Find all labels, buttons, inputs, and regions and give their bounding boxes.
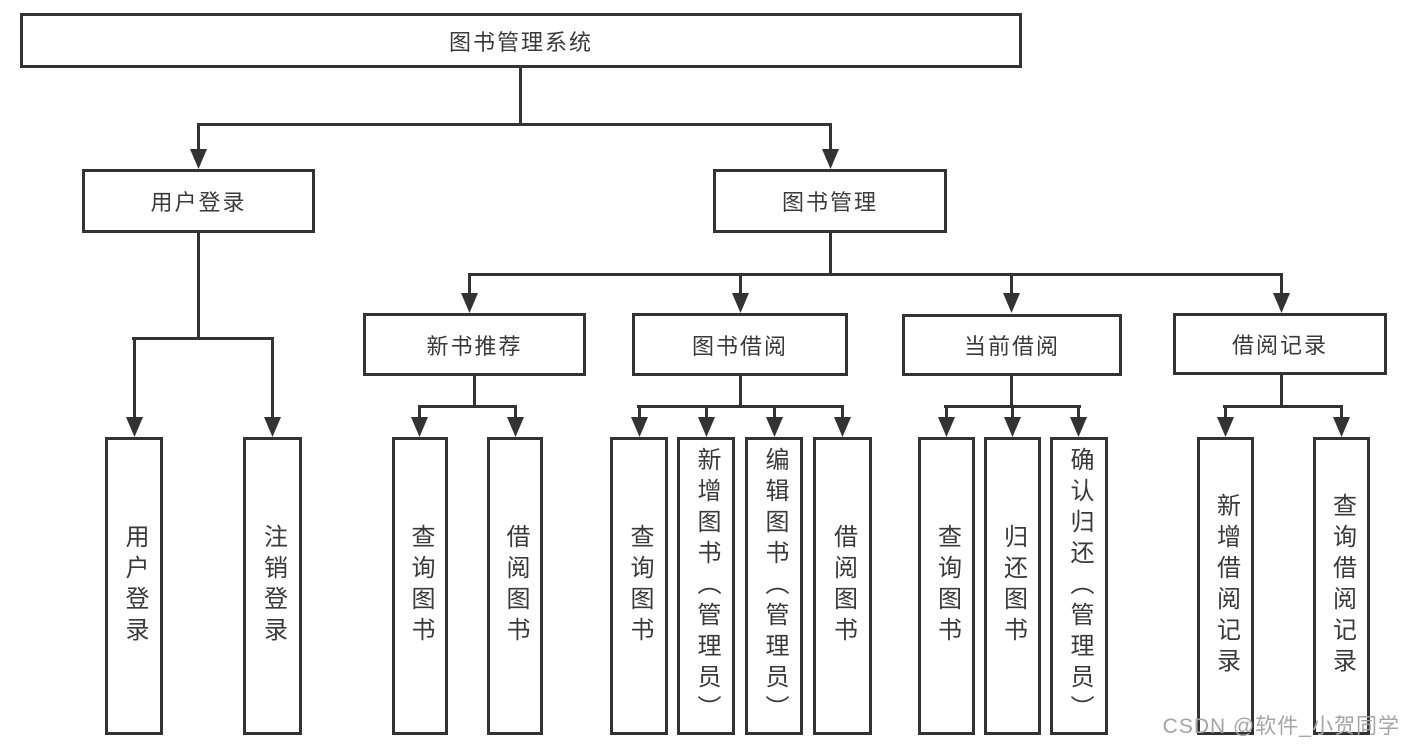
arrowhead-new-book-icon <box>461 293 478 313</box>
leaf-query-book-3-label: 查询图书 <box>933 524 961 648</box>
node-new-book-recommend: 新书推荐 <box>363 313 586 376</box>
node-book-management-label: 图书管理 <box>781 190 878 215</box>
arrowhead-return-book-icon <box>1004 417 1021 437</box>
connector-add-book-arrow-stem <box>705 405 708 417</box>
node-root: 图书管理系统 <box>20 13 1022 68</box>
connector-book-borrow-stem <box>739 376 742 408</box>
arrowhead-borrow-book1-icon <box>507 417 524 437</box>
leaf-query-borrow-record: 查询借阅记录 <box>1313 437 1370 735</box>
node-borrow-record: 借阅记录 <box>1173 313 1387 375</box>
csdn-watermark: CSDN @软件_小贺同学 <box>1162 715 1400 738</box>
connector-leaf-user-login-arrow-stem <box>133 337 136 417</box>
connector-user-login-splitter <box>132 337 274 340</box>
node-book-borrow-label: 图书借阅 <box>691 333 788 359</box>
node-root-label: 图书管理系统 <box>448 29 593 55</box>
connector-book-borrow-arrow-stem <box>739 273 742 293</box>
arrowhead-query-book1-icon <box>411 417 428 437</box>
arrowhead-leaf-user-login-icon <box>126 417 143 437</box>
leaf-query-borrow-record-label: 查询借阅记录 <box>1328 493 1356 679</box>
leaf-borrow-book-2-label: 借阅图书 <box>829 524 857 648</box>
connector-book-mgmt-stem <box>829 233 832 276</box>
arrowhead-edit-book-icon <box>766 417 783 437</box>
leaf-user-login-label: 用户登录 <box>121 524 148 648</box>
arrowhead-borrow-record-icon <box>1273 293 1290 313</box>
connector-current-borrow-stem <box>1010 376 1013 408</box>
connector-new-book-stem <box>473 376 476 408</box>
arrowhead-query-record-icon <box>1333 417 1350 437</box>
arrowhead-borrow-book2-icon <box>834 417 851 437</box>
arrowhead-book-borrow-icon <box>732 293 749 313</box>
arrowhead-query-book3-icon <box>938 417 955 437</box>
leaf-logout: 注销登录 <box>243 437 302 735</box>
connector-new-book-splitter <box>418 405 517 408</box>
connector-level2-splitter <box>197 123 831 126</box>
connector-borrow-book2-arrow-stem <box>841 405 844 417</box>
connector-edit-book-arrow-stem <box>773 405 776 417</box>
leaf-add-book-admin-label: 新增图书（管理员） <box>693 446 720 726</box>
arrowhead-current-borrow-icon <box>1003 293 1020 313</box>
arrowhead-add-book-icon <box>698 417 715 437</box>
connector-query-record-arrow-stem <box>1340 405 1343 417</box>
leaf-confirm-return-admin: 确认归还（管理员） <box>1050 437 1108 735</box>
connector-book-mgmt-arrow-stem <box>829 123 832 149</box>
arrowhead-add-record-icon <box>1217 417 1234 437</box>
leaf-query-book-2: 查询图书 <box>610 437 668 735</box>
node-user-login-label: 用户登录 <box>150 190 247 215</box>
leaf-edit-book-admin-label: 编辑图书（管理员） <box>761 446 788 726</box>
leaf-query-book-2-label: 查询图书 <box>626 524 653 648</box>
connector-borrow-record-stem <box>1280 375 1283 408</box>
leaf-borrow-book-2: 借阅图书 <box>813 437 872 735</box>
arrowhead-query-book2-icon <box>631 417 648 437</box>
leaf-query-book-1-label: 查询图书 <box>407 524 434 648</box>
connector-current-borrow-arrow-stem <box>1010 273 1013 293</box>
leaf-borrow-book-1-label: 借阅图书 <box>502 524 529 648</box>
node-book-management: 图书管理 <box>713 169 947 233</box>
leaf-add-borrow-record: 新增借阅记录 <box>1197 437 1254 735</box>
leaf-add-book-admin: 新增图书（管理员） <box>677 437 735 735</box>
arrowhead-confirm-return-icon <box>1070 417 1087 437</box>
connector-user-login-arrow-stem <box>197 123 200 149</box>
connector-borrow-book1-arrow-stem <box>514 405 517 417</box>
leaf-borrow-book-1: 借阅图书 <box>487 437 543 735</box>
connector-leaf-logout-arrow-stem <box>271 337 274 417</box>
connector-new-book-arrow-stem <box>468 273 471 293</box>
leaf-user-login: 用户登录 <box>105 437 163 735</box>
connector-user-login-stem <box>197 233 200 340</box>
connector-borrow-record-arrow-stem <box>1280 273 1283 293</box>
arrowhead-book-mgmt-icon <box>822 149 839 169</box>
connector-return-book-arrow-stem <box>1011 405 1014 417</box>
arrowhead-user-login-icon <box>190 149 207 169</box>
leaf-logout-label: 注销登录 <box>259 524 287 648</box>
node-current-borrow-label: 当前借阅 <box>963 334 1060 359</box>
leaf-confirm-return-admin-label: 确认归还（管理员） <box>1066 446 1093 726</box>
leaf-return-book-label: 归还图书 <box>999 524 1027 648</box>
node-new-book-recommend-label: 新书推荐 <box>426 333 523 359</box>
node-borrow-record-label: 借阅记录 <box>1231 333 1328 358</box>
connector-query-book2-arrow-stem <box>638 405 641 417</box>
arrowhead-leaf-logout-icon <box>264 417 281 437</box>
leaf-add-borrow-record-label: 新增借阅记录 <box>1212 493 1240 679</box>
leaf-query-book-1: 查询图书 <box>392 437 448 735</box>
leaf-query-book-3: 查询图书 <box>918 437 975 735</box>
connector-query-book1-arrow-stem <box>418 405 421 417</box>
leaf-edit-book-admin: 编辑图书（管理员） <box>745 437 803 735</box>
leaf-return-book: 归还图书 <box>984 437 1041 735</box>
connector-query-book3-arrow-stem <box>945 405 948 417</box>
node-user-login: 用户登录 <box>82 169 315 233</box>
node-book-borrow: 图书借阅 <box>632 313 848 376</box>
connector-book-borrow-splitter <box>637 405 844 408</box>
connector-confirm-return-arrow-stem <box>1077 405 1080 417</box>
connector-borrow-record-splitter <box>1223 405 1343 408</box>
connector-add-record-arrow-stem <box>1224 405 1227 417</box>
connector-level3-splitter <box>468 273 1282 276</box>
node-current-borrow: 当前借阅 <box>902 314 1122 376</box>
connector-root-stem <box>519 68 522 126</box>
